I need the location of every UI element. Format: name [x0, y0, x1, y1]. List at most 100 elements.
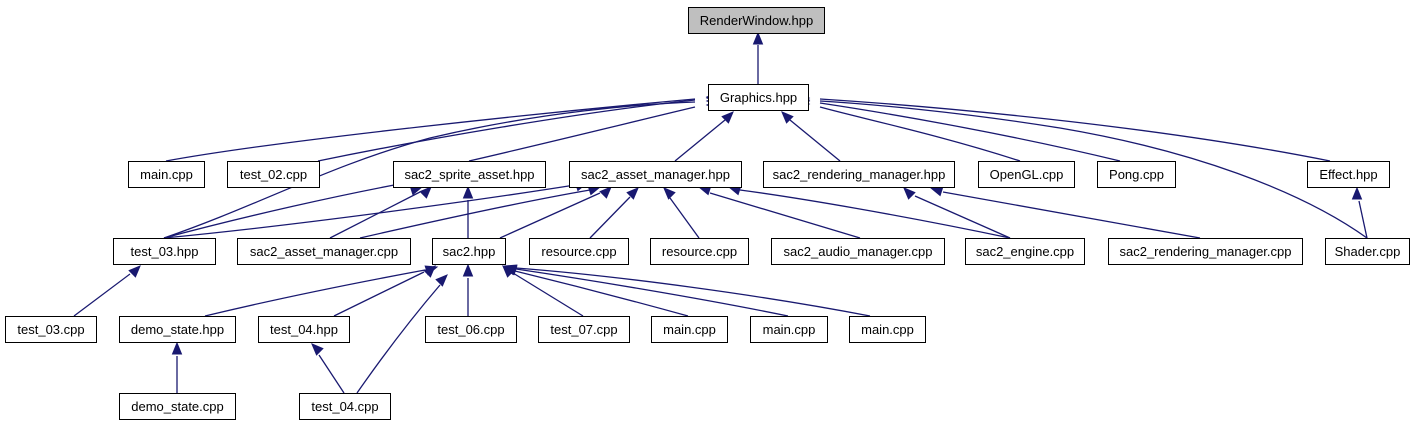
arrowhead-n18-to-n9	[1351, 186, 1363, 200]
file-node[interactable]: test_06.cpp	[425, 316, 517, 343]
edge-n24-to-n12	[514, 270, 689, 317]
file-node[interactable]: test_03.hpp	[113, 238, 216, 265]
node-box	[849, 316, 926, 343]
node-label: sac2.hpp	[443, 244, 496, 259]
node-box	[5, 316, 97, 343]
node-label: OpenGL.cpp	[990, 167, 1064, 182]
file-node[interactable]: demo_state.cpp	[119, 393, 236, 420]
edge-n18-to-n1	[819, 100, 1368, 239]
arrowhead-n17-to-n6	[929, 186, 944, 197]
file-node[interactable]: main.cpp	[128, 161, 205, 188]
node-box	[128, 161, 205, 188]
file-node[interactable]: RenderWindow.hpp	[688, 7, 825, 34]
file-node[interactable]: resource.cpp	[650, 238, 749, 265]
edge-n4-to-n1	[468, 106, 696, 162]
node-label: Shader.cpp	[1335, 244, 1401, 259]
file-node[interactable]: sac2_rendering_manager.cpp	[1108, 238, 1303, 265]
file-node[interactable]: demo_state.hpp	[119, 316, 236, 343]
node-box	[393, 161, 546, 188]
file-node[interactable]: sac2.hpp	[432, 238, 506, 265]
node-box	[227, 161, 320, 188]
file-node[interactable]: Shader.cpp	[1325, 238, 1410, 265]
edge-n2-to-n1	[165, 98, 696, 162]
node-box	[113, 238, 216, 265]
edge-n5-to-n1	[674, 119, 726, 162]
node-box	[708, 84, 809, 111]
file-node[interactable]: sac2_engine.cpp	[965, 238, 1085, 265]
node-label: sac2_audio_manager.cpp	[784, 244, 933, 259]
node-box	[119, 316, 236, 343]
arrowhead-n12-to-n5	[599, 186, 612, 199]
edge-n20-to-n12	[204, 269, 426, 317]
file-node[interactable]: sac2_asset_manager.cpp	[237, 238, 411, 265]
arrowhead-n6-to-n1	[781, 111, 794, 124]
node-box	[1097, 161, 1176, 188]
file-node[interactable]: OpenGL.cpp	[978, 161, 1075, 188]
node-box	[771, 238, 945, 265]
node-label: sac2_rendering_manager.cpp	[1119, 244, 1291, 259]
node-label: test_03.hpp	[131, 244, 199, 259]
file-node[interactable]: main.cpp	[849, 316, 926, 343]
file-node[interactable]: test_04.cpp	[299, 393, 391, 420]
edge-n9-to-n1	[819, 98, 1331, 162]
arrowhead-n1-to-n0	[752, 31, 764, 45]
arrowhead-n11-to-n4	[419, 186, 432, 199]
arrowhead-n13-to-n5	[626, 187, 639, 200]
arrowhead-n27-to-n20	[171, 341, 183, 355]
file-node[interactable]: sac2_asset_manager.hpp	[569, 161, 742, 188]
node-box	[1307, 161, 1390, 188]
node-label: demo_state.hpp	[131, 322, 224, 337]
arrowhead-n19-to-n10	[128, 265, 141, 278]
node-label: main.cpp	[140, 167, 193, 182]
file-node[interactable]: test_07.cpp	[538, 316, 630, 343]
node-label: main.cpp	[663, 322, 716, 337]
file-node[interactable]: Graphics.hpp	[708, 84, 809, 111]
node-label: demo_state.cpp	[131, 399, 224, 414]
node-label: Effect.hpp	[1319, 167, 1377, 182]
file-node[interactable]: test_04.hpp	[258, 316, 350, 343]
file-node[interactable]: sac2_audio_manager.cpp	[771, 238, 945, 265]
edge-n14-to-n5	[669, 197, 700, 239]
edge-n10-to-n5	[163, 184, 576, 239]
arrowhead-n22-to-n12	[462, 263, 474, 277]
node-label: sac2_asset_manager.hpp	[581, 167, 730, 182]
node-label: RenderWindow.hpp	[700, 13, 813, 28]
node-label: test_04.hpp	[270, 322, 338, 337]
file-node[interactable]: resource.cpp	[529, 238, 629, 265]
arrowhead-n28-to-n21	[311, 343, 324, 356]
edge-n18-to-n9	[1358, 200, 1368, 239]
file-node[interactable]: Effect.hpp	[1307, 161, 1390, 188]
node-box	[978, 161, 1075, 188]
file-node[interactable]: sac2_sprite_asset.hpp	[393, 161, 546, 188]
node-box	[750, 316, 828, 343]
edge-n26-to-n12	[515, 267, 871, 317]
node-label: test_04.cpp	[311, 399, 378, 414]
node-box	[650, 238, 749, 265]
node-box	[432, 238, 506, 265]
node-box	[651, 316, 728, 343]
file-node[interactable]: main.cpp	[651, 316, 728, 343]
arrowhead-n12-to-n4	[462, 185, 474, 199]
node-label: main.cpp	[861, 322, 914, 337]
file-node[interactable]: main.cpp	[750, 316, 828, 343]
edge-n25-to-n12	[515, 268, 789, 317]
node-box	[237, 238, 411, 265]
edge-n17-to-n6	[942, 191, 1201, 239]
arrowhead-n21-to-n12	[423, 265, 436, 278]
edge-n3-to-n1	[317, 99, 696, 162]
node-box	[299, 393, 391, 420]
node-box	[425, 316, 517, 343]
node-label: sac2_rendering_manager.hpp	[773, 167, 946, 182]
node-box	[569, 161, 742, 188]
edge-n16-to-n5	[739, 189, 1011, 239]
file-node[interactable]: test_03.cpp	[5, 316, 97, 343]
file-node[interactable]: sac2_rendering_manager.hpp	[763, 161, 955, 188]
edge-n19-to-n10	[73, 273, 131, 317]
file-node[interactable]: test_02.cpp	[227, 161, 320, 188]
node-box	[529, 238, 629, 265]
node-box	[965, 238, 1085, 265]
file-node[interactable]: Pong.cpp	[1097, 161, 1176, 188]
edge-n28-to-n12	[356, 284, 441, 394]
edge-n8-to-n1	[819, 102, 1121, 162]
